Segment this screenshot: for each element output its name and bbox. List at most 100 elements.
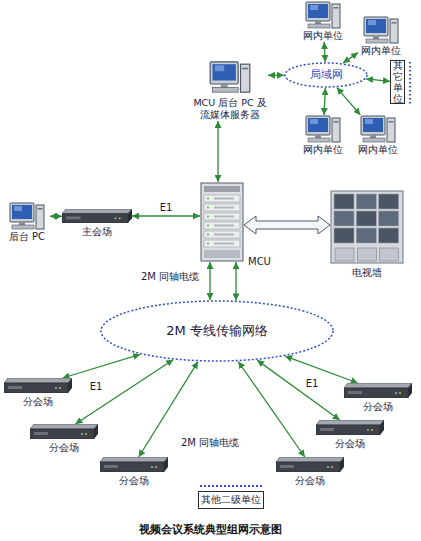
cable-label: E1	[90, 381, 103, 392]
screen-glare	[310, 119, 318, 124]
tv-screen	[356, 211, 376, 226]
terminal-device-icon	[316, 420, 384, 435]
device-panel	[348, 391, 362, 394]
node-label: 网内单位	[300, 30, 346, 42]
terminal-device-icon	[4, 378, 72, 393]
screen-glare	[365, 119, 373, 124]
keyboard	[213, 88, 239, 93]
edge-label: E1	[160, 202, 173, 213]
tower	[241, 64, 250, 92]
computer-node-icon	[209, 58, 251, 96]
mcu-rack-icon	[200, 182, 244, 262]
rack-module	[204, 240, 240, 247]
device-panel	[280, 465, 294, 468]
device-front	[4, 383, 68, 393]
device-side	[68, 378, 72, 393]
terminal-device: 分会场	[4, 378, 72, 393]
cabinet-door	[357, 248, 376, 261]
device-panel	[66, 216, 80, 219]
label-group: 2M 专线传输网络	[100, 300, 334, 362]
label-group: 分会场	[119, 475, 149, 487]
drive-slot	[392, 22, 397, 24]
connector-arrow	[285, 356, 358, 383]
monitor	[361, 116, 385, 135]
connector-arrow	[343, 53, 358, 64]
hollow-double-arrow	[244, 216, 330, 234]
label-group: 网内单位	[358, 45, 404, 57]
device-top	[4, 378, 72, 383]
node-label: 2M 专线传输网络	[166, 325, 268, 337]
monitor-stand	[19, 222, 25, 225]
screen	[308, 4, 328, 18]
node-label: 网内单位	[358, 45, 404, 57]
computer-node-icon	[305, 1, 341, 29]
drive-slot	[389, 121, 394, 123]
node-label: 网内单位	[355, 144, 401, 156]
edge-label: 2M 同轴电缆	[141, 270, 199, 284]
module-light	[207, 234, 209, 236]
node-label: 分会场	[335, 438, 365, 450]
terminal-device: 分会场	[276, 457, 344, 472]
module-light	[207, 225, 209, 227]
label-group: 分会场	[23, 396, 53, 408]
computer-node-icon	[9, 202, 45, 230]
node-label: 分会场	[49, 442, 79, 454]
status-light	[151, 466, 153, 468]
label-group: 其他二级单位	[199, 492, 263, 508]
cabinet-door	[335, 248, 354, 261]
computer-node: 网内单位	[358, 16, 404, 57]
drive-slot	[334, 121, 339, 123]
label-group: 分会场	[363, 401, 393, 413]
module-slot	[214, 243, 234, 245]
tv-screen	[334, 228, 354, 243]
status-light	[81, 433, 83, 435]
screen	[308, 118, 328, 132]
label-group: 主会场	[82, 226, 112, 238]
drive-slot	[38, 208, 43, 210]
terminal-device: 分会场	[100, 457, 168, 472]
node-label: MCU	[248, 256, 271, 268]
caption: 视频会议系统典型组网示意图	[0, 522, 421, 537]
terminal-device: 分会场	[30, 424, 98, 439]
monitor	[364, 17, 388, 36]
network-outline	[285, 63, 367, 87]
status-light	[115, 217, 117, 219]
status-light	[331, 466, 333, 468]
network-cloud: 局域网	[284, 62, 368, 88]
label-group: 分会场	[49, 442, 79, 454]
tower	[390, 19, 398, 43]
node-label: 后台 PC	[4, 231, 50, 243]
tv-screen	[356, 194, 376, 209]
keyboard	[12, 225, 34, 229]
keyboard	[308, 24, 330, 28]
node-label: 主会场	[82, 226, 112, 238]
cabinet-door	[380, 248, 399, 261]
label-group: 网内单位	[300, 144, 346, 156]
rack-module	[204, 213, 240, 220]
connector-arrow	[217, 121, 218, 182]
device-side	[164, 457, 168, 472]
connector-arrow	[235, 262, 236, 300]
connector-arrow	[132, 215, 200, 216]
screen	[12, 205, 32, 219]
computer-node: 后台 PC	[4, 202, 50, 243]
monitor	[306, 116, 330, 135]
cable-label: 2M 同轴电缆	[181, 436, 239, 450]
label-group: 网内单位	[300, 30, 346, 42]
rack-base	[204, 250, 240, 258]
device-front	[100, 462, 164, 472]
rack-body	[201, 183, 243, 261]
device-top	[316, 420, 384, 425]
monitor-stand	[315, 135, 321, 138]
node-label: 其它单位	[391, 60, 404, 104]
device-side	[408, 383, 412, 398]
tv-screen	[334, 211, 354, 226]
device-side	[128, 209, 132, 223]
cable-label: E1	[306, 378, 319, 389]
screen	[363, 118, 383, 132]
keyboard	[363, 138, 385, 142]
rack-module	[204, 195, 240, 202]
tv-frame	[331, 191, 403, 263]
tv-screen	[379, 194, 399, 209]
